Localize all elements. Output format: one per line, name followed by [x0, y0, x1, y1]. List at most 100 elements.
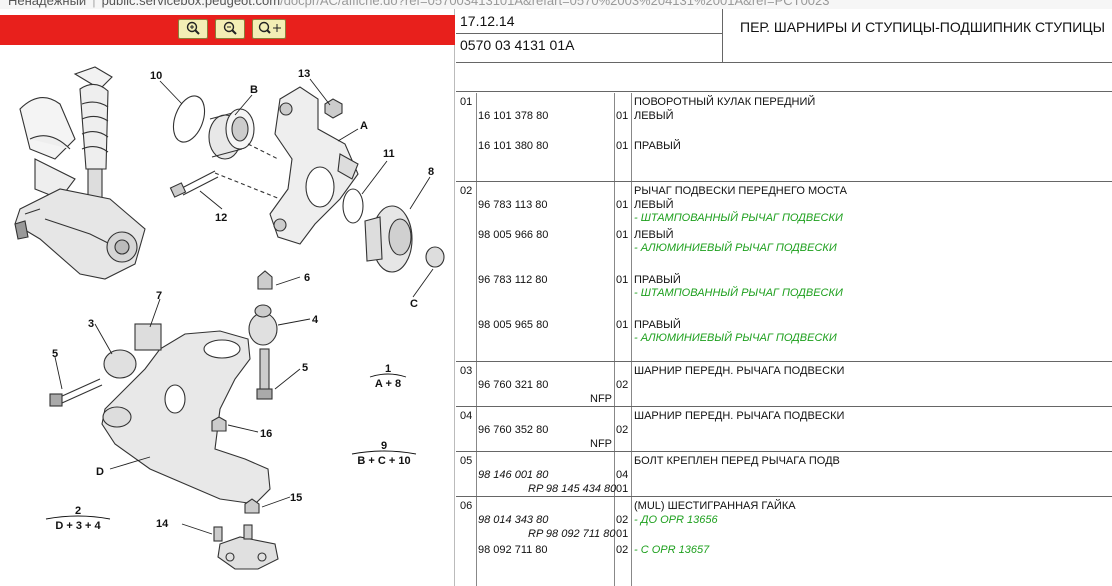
abs-ring-part: [342, 188, 364, 224]
part-qty: 01: [616, 528, 629, 540]
part-number[interactable]: 96 760 321 80: [478, 379, 549, 391]
part-qty: 02: [616, 424, 629, 436]
zoom-in-icon: [186, 21, 200, 35]
callout-label: 7: [156, 290, 162, 302]
assembly-equations: 1 A + 8 9 B + C + 10 2 D + 3 + 4: [45, 363, 417, 532]
part-number[interactable]: 96 783 112 80: [478, 274, 548, 286]
hub-nut-part: [425, 246, 445, 268]
browser-url-bar[interactable]: Ненадежный|public.servicebox.peugeot.com…: [0, 0, 1112, 9]
part-number[interactable]: 96 760 352 80: [478, 424, 549, 436]
zoom-fit-button[interactable]: [252, 19, 286, 39]
group-title: (MUL) ШЕСТИГРАННАЯ ГАЙКА: [634, 500, 796, 512]
group-title: ШАРНИР ПЕРЕДН. РЫЧАГА ПОДВЕСКИ: [634, 365, 845, 377]
group-number: 03: [460, 365, 473, 377]
part-qty: 01: [616, 199, 629, 211]
group-number: 01: [460, 96, 473, 108]
callout-label: 4: [312, 314, 319, 326]
page-title: ПЕР. ШАРНИРЫ И СТУПИЦЫ-ПОДШИПНИК СТУПИЦЫ: [740, 19, 1106, 35]
callout-label: 14: [156, 518, 169, 530]
security-label: Ненадежный: [8, 0, 87, 8]
part-qty: 02: [616, 514, 629, 526]
steering-knuckle-part: [269, 86, 359, 245]
lower-arm-part: [101, 330, 271, 505]
assembly-equation: A + 8: [375, 378, 401, 390]
group-number: 02: [460, 185, 473, 197]
bolt-part: [59, 378, 103, 404]
callout-label: C: [410, 298, 418, 310]
part-number[interactable]: 98 092 711 80: [478, 544, 548, 556]
part-qty: 01: [616, 110, 629, 122]
callout-label: A: [360, 120, 368, 132]
part-note: - ШТАМПОВАННЫЙ РЫЧАГ ПОДВЕСКИ: [634, 287, 843, 299]
bolt-part: [169, 170, 219, 198]
parts-group: 01 ПОВОРОТНЫЙ КУЛАК ПЕРЕДНИЙ 16 101 378 …: [456, 93, 1112, 182]
nut-part: [244, 498, 260, 514]
part-number[interactable]: 98 146 001 80: [478, 469, 549, 481]
nut-part: [211, 416, 227, 432]
callout-label: 16: [260, 428, 272, 440]
part-number[interactable]: 16 101 378 80: [478, 110, 549, 122]
part-qty: 02: [616, 544, 629, 556]
replacement-part-number[interactable]: RP 98 145 434 80: [528, 483, 617, 495]
strut-assembly-drawing: [14, 66, 146, 280]
part-note: - АЛЮМИНИЕВЫЙ РЫЧАГ ПОДВЕСКИ: [634, 332, 837, 344]
part-note: - АЛЮМИНИЕВЫЙ РЫЧАГ ПОДВЕСКИ: [634, 242, 837, 254]
part-desc: ЛЕВЫЙ: [634, 229, 674, 241]
bolt-part: [259, 348, 270, 392]
parts-header: 17.12.14 0570 03 4131 01A ПЕР. ШАРНИРЫ И…: [456, 9, 1112, 63]
assembly-9: 9 B + C + 10: [351, 440, 417, 467]
assembly-1: 1 A + 8: [369, 363, 407, 390]
group-number: 04: [460, 410, 473, 422]
assembly-number: 9: [381, 440, 387, 452]
circlip-part: [172, 95, 206, 143]
callout-label: 3: [88, 318, 94, 330]
part-number[interactable]: 98 005 965 80: [478, 319, 549, 331]
part-note: - С OPR 13657: [634, 544, 710, 556]
assembly-2: 2 D + 3 + 4: [45, 505, 111, 532]
part-desc: ЛЕВЫЙ: [634, 110, 674, 122]
part-desc: ПРАВЫЙ: [634, 319, 681, 331]
nfp-flag: NFP: [590, 393, 612, 405]
zoom-fit-icon: [258, 21, 281, 34]
ball-joint-part: [213, 524, 279, 570]
group-number: 06: [460, 500, 473, 512]
callout-label: 5: [302, 362, 308, 374]
callout-label: 8: [428, 166, 434, 178]
parts-list-panel: 17.12.14 0570 03 4131 01A ПЕР. ШАРНИРЫ И…: [456, 9, 1112, 586]
callout-label: 5: [52, 348, 58, 360]
parts-group: 03 ШАРНИР ПЕРЕДН. РЫЧАГА ПОДВЕСКИ 96 760…: [456, 362, 1112, 407]
parts-exploded-diagram: 10 B 13 A 11 8 12 C 6 7 4 3 5 5 16 D 14 …: [14, 66, 445, 570]
part-note: - ШТАМПОВАННЫЙ РЫЧАГ ПОДВЕСКИ: [634, 212, 843, 224]
callout-label: B: [250, 84, 258, 96]
part-qty: 01: [616, 140, 629, 152]
assembly-number: 1: [385, 363, 391, 375]
nut-part: [257, 270, 273, 290]
part-number[interactable]: 98 005 966 80: [478, 229, 549, 241]
callout-label: 15: [290, 492, 302, 504]
zoom-in-button[interactable]: [178, 19, 208, 39]
wheel-bearing-part: [208, 108, 255, 160]
group-title: РЫЧАГ ПОДВЕСКИ ПЕРЕДНЕГО МОСТА: [634, 185, 848, 197]
rear-bushing-part: [248, 304, 278, 346]
callout-label: D: [96, 466, 104, 478]
part-qty: 01: [616, 229, 629, 241]
part-number[interactable]: 16 101 380 80: [478, 140, 549, 152]
assembly-equation: B + C + 10: [357, 455, 410, 467]
replacement-part-number[interactable]: RP 98 092 711 80: [528, 528, 616, 540]
nfp-flag: NFP: [590, 438, 612, 450]
callout-label: 12: [215, 212, 227, 224]
group-number: 05: [460, 455, 473, 467]
zoom-out-button[interactable]: [215, 19, 245, 39]
callout-label: 6: [304, 272, 310, 284]
zoom-toolbar: [0, 15, 455, 45]
part-note: - ДО OPR 13656: [634, 514, 718, 526]
catalog-date: 17.12.14: [460, 13, 515, 29]
part-desc: ЛЕВЫЙ: [634, 199, 674, 211]
callout-label: 10: [150, 70, 162, 82]
part-desc: ПРАВЫЙ: [634, 274, 681, 286]
wheel-hub-part: [364, 205, 413, 273]
part-number[interactable]: 96 783 113 80: [478, 199, 548, 211]
part-qty: 04: [616, 469, 629, 481]
catalog-reference: 0570 03 4131 01A: [460, 37, 575, 53]
part-number[interactable]: 98 014 343 80: [478, 514, 549, 526]
